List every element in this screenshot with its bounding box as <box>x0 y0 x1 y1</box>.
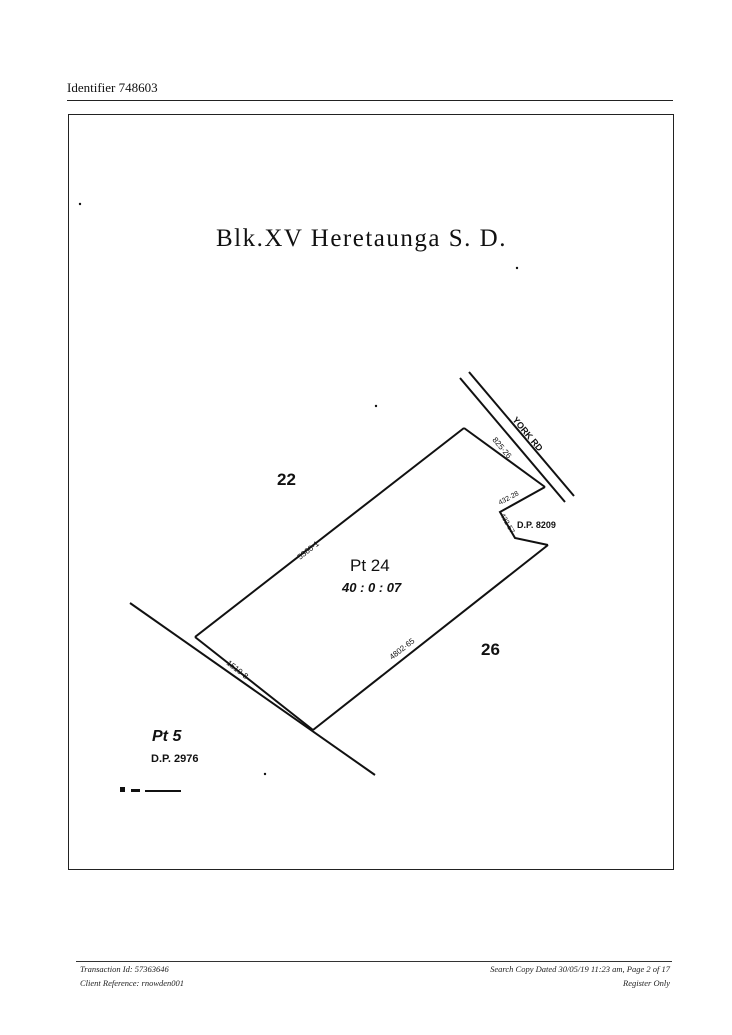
lot-main-label: Pt 24 <box>350 556 390 575</box>
parcel-boundary-side-jog <box>498 486 549 546</box>
document-identifier: Identifier 748603 <box>67 80 158 95</box>
parcel-boundary-road-frontage <box>463 427 546 488</box>
survey-plan-frame <box>68 114 674 870</box>
search-copy-date: Search Copy Dated 30/05/19 11:23 am, Pag… <box>490 964 670 974</box>
plan-title: Blk.XV Heretaunga S. D. <box>216 225 507 252</box>
lot-area-label: 40 : 0 : 07 <box>341 580 402 595</box>
scan-mark <box>120 787 125 792</box>
road-line-inner <box>468 371 575 497</box>
road-line-outer <box>459 377 566 503</box>
dimension-top: 5360·1 <box>296 539 322 562</box>
dp-side-label: D.P. 8209 <box>517 520 556 530</box>
parcel-boundary-bottom <box>312 544 549 731</box>
scan-mark <box>131 789 140 792</box>
dimension-bottom: 4802·65 <box>388 636 417 662</box>
client-reference: Client Reference: rnowden001 <box>80 978 185 988</box>
parcel-boundary-left <box>194 636 314 731</box>
transaction-id: Transaction Id: 57363646 <box>80 964 169 974</box>
road-label: YORK RD <box>510 415 545 454</box>
dimension-side-a: 432·28 <box>498 490 521 506</box>
scan-dot <box>515 266 519 270</box>
parcel-boundary-top <box>194 427 465 638</box>
footer-divider <box>76 961 672 962</box>
scan-dot <box>374 404 378 408</box>
scan-mark <box>145 790 181 792</box>
dimension-road: 825·26 <box>490 436 513 461</box>
lot-pt5-label: Pt 5 <box>152 728 182 745</box>
scan-dot <box>78 202 82 206</box>
scan-dot <box>263 772 267 776</box>
header-divider <box>67 100 673 101</box>
register-only: Register Only <box>623 978 670 988</box>
lot-26-label: 26 <box>481 640 500 659</box>
dp-bottom-label: D.P. 2976 <box>151 753 199 765</box>
dimension-side-b: 432·57 <box>498 513 515 535</box>
boundary-line-southwest <box>129 602 376 776</box>
lot-22-label: 22 <box>277 470 296 489</box>
